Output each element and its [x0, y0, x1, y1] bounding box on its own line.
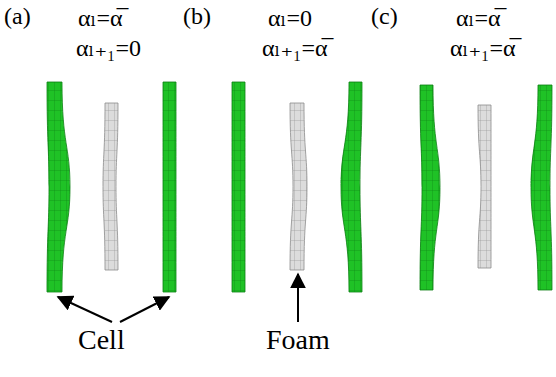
- cell-strip: [341, 82, 362, 292]
- leader-arrow: [120, 297, 169, 322]
- strip-body: [478, 105, 491, 268]
- strip-mesh: [420, 85, 440, 290]
- part-name: Foam: [266, 326, 330, 354]
- strip-body: [341, 82, 362, 292]
- strip-body: [420, 85, 440, 290]
- part-name: Cell: [78, 326, 125, 354]
- condition: αₗ₊₁=0: [76, 36, 141, 60]
- strip-mesh: [290, 103, 307, 270]
- foam-strip: [103, 103, 118, 270]
- condition: αₗ₊₁=α̅: [262, 36, 328, 60]
- condition: αₗ=α̅: [78, 6, 123, 30]
- condition: αₗ=α̅: [456, 6, 501, 30]
- strip-mesh: [103, 103, 118, 270]
- panel-letter: (b): [183, 4, 211, 28]
- condition: αₗ₊₁=α̅: [450, 36, 516, 60]
- strip-mesh: [232, 82, 245, 292]
- strip-mesh: [47, 82, 70, 292]
- cell-strip: [232, 82, 245, 292]
- strip-mesh: [341, 82, 362, 292]
- leader-arrow: [58, 297, 112, 322]
- foam-strip: [478, 105, 491, 268]
- strip-body: [103, 103, 118, 270]
- strip-body: [47, 82, 70, 292]
- leader-arrow: [297, 274, 299, 322]
- strip-body: [232, 82, 245, 292]
- strip-body: [531, 85, 552, 290]
- strip-body: [290, 103, 307, 270]
- foam-strip: [290, 103, 307, 270]
- cell-strip: [531, 85, 552, 290]
- panel-letter: (a): [4, 4, 31, 28]
- strip-mesh: [163, 82, 176, 292]
- strip-body: [163, 82, 176, 292]
- condition: αₗ=0: [268, 6, 312, 30]
- strip-mesh: [478, 105, 491, 268]
- cell-strip: [420, 85, 440, 290]
- strip-mesh: [531, 85, 552, 290]
- cell-strip: [163, 82, 176, 292]
- panel-letter: (c): [371, 4, 398, 28]
- cell-strip: [47, 82, 70, 292]
